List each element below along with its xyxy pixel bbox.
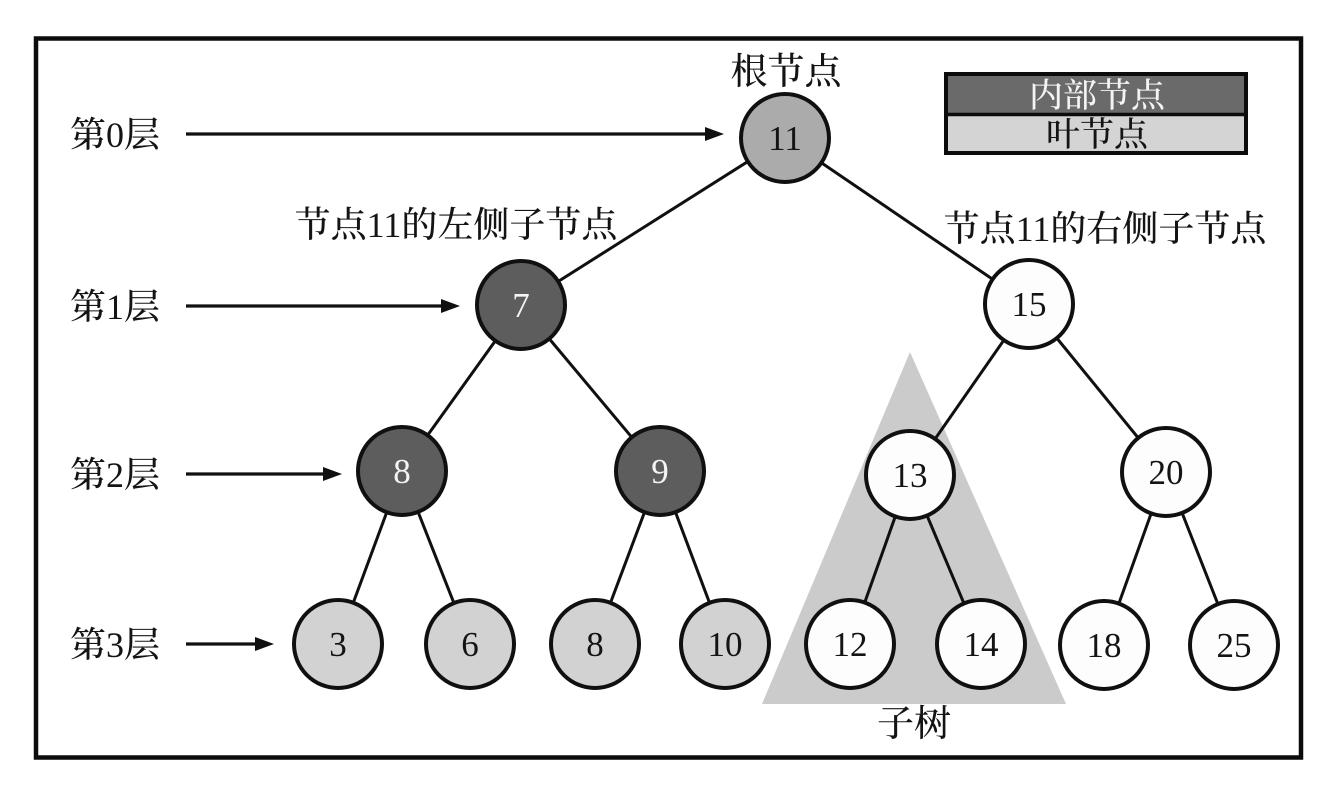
level-2-arrowhead-icon bbox=[323, 467, 342, 481]
node-value-3: 3 bbox=[329, 625, 347, 664]
node-circle-20 bbox=[1120, 426, 1212, 518]
tree-node-9: 9 bbox=[614, 425, 706, 517]
node-circle-25 bbox=[1188, 599, 1280, 691]
edge-11-7 bbox=[520, 136, 786, 307]
level-3-label: 第3层 bbox=[70, 617, 160, 668]
node-value-6: 6 bbox=[461, 625, 479, 664]
node-circle-3 bbox=[292, 598, 384, 690]
node-value-14: 14 bbox=[964, 625, 999, 664]
legend-internal-label: 内部节点 bbox=[1029, 68, 1165, 117]
node-circle-14 bbox=[935, 598, 1027, 690]
node-value-11: 11 bbox=[768, 119, 802, 158]
level-1-label: 第1层 bbox=[70, 279, 160, 330]
node-value-9: 9 bbox=[651, 452, 669, 491]
level-2-label: 第2层 bbox=[70, 447, 160, 498]
tree-node-8: 8 bbox=[549, 598, 641, 690]
subtree-label: 子树 bbox=[877, 693, 951, 747]
legend-internal-swatch bbox=[948, 76, 1244, 114]
tree-node-11: 11 bbox=[739, 92, 831, 184]
node-value-10: 10 bbox=[708, 625, 743, 664]
node-circle-8 bbox=[356, 425, 448, 517]
node-value-15: 15 bbox=[1012, 285, 1047, 324]
legend: 内部节点 叶节点 bbox=[944, 68, 1248, 156]
tree-node-3: 3 bbox=[292, 598, 384, 690]
node-value-20: 20 bbox=[1149, 453, 1184, 492]
level-0-pointer: 第0层 bbox=[70, 107, 724, 158]
node-value-8: 8 bbox=[586, 625, 604, 664]
node-value-13: 13 bbox=[893, 456, 928, 495]
right-child-label: 节点11的右侧子节点 bbox=[944, 201, 1267, 252]
node-value-8: 8 bbox=[393, 452, 411, 491]
tree-node-8: 8 bbox=[356, 425, 448, 517]
level-0-label: 第0层 bbox=[70, 107, 160, 158]
left-child-label: 节点11的左侧子节点 bbox=[295, 197, 618, 248]
tree-node-15: 15 bbox=[983, 258, 1075, 350]
level-2-pointer: 第2层 bbox=[70, 447, 342, 498]
node-value-7: 7 bbox=[512, 286, 530, 325]
node-value-25: 25 bbox=[1217, 626, 1252, 665]
node-circle-13 bbox=[864, 429, 956, 521]
edge-11-15 bbox=[784, 136, 1030, 306]
node-circle-15 bbox=[983, 258, 1075, 350]
tree-node-6: 6 bbox=[424, 598, 516, 690]
tree-node-18: 18 bbox=[1058, 599, 1150, 691]
level-0-arrowhead-icon bbox=[705, 127, 724, 141]
node-circle-10 bbox=[679, 598, 771, 690]
tree-node-10: 10 bbox=[679, 598, 771, 690]
node-circle-18 bbox=[1058, 599, 1150, 691]
node-value-12: 12 bbox=[833, 625, 868, 664]
node-circle-11 bbox=[739, 92, 831, 184]
legend-leaf-swatch bbox=[948, 116, 1244, 151]
tree-nodes: 11 7 15 8 9 13 20 3 6 8 10 12 14 18 25 bbox=[292, 92, 1280, 691]
root-node-label: 根节点 bbox=[731, 41, 842, 95]
node-circle-8 bbox=[549, 598, 641, 690]
level-1-pointer: 第1层 bbox=[70, 279, 460, 330]
tree-node-20: 20 bbox=[1120, 426, 1212, 518]
tree-node-12: 12 bbox=[804, 598, 896, 690]
figure-frame bbox=[33, 36, 1304, 760]
tree-node-14: 14 bbox=[935, 598, 1027, 690]
legend-leaf-label: 叶节点 bbox=[1046, 107, 1148, 156]
node-circle-12 bbox=[804, 598, 896, 690]
node-circle-7 bbox=[475, 259, 567, 351]
level-1-arrowhead-icon bbox=[441, 299, 460, 313]
tree-node-13: 13 bbox=[864, 429, 956, 521]
tree-node-7: 7 bbox=[475, 259, 567, 351]
node-circle-6 bbox=[424, 598, 516, 690]
tree-node-25: 25 bbox=[1188, 599, 1280, 691]
node-value-18: 18 bbox=[1087, 626, 1122, 665]
level-3-pointer: 第3层 bbox=[70, 617, 274, 668]
node-circle-9 bbox=[614, 425, 706, 517]
level-3-arrowhead-icon bbox=[255, 637, 274, 651]
